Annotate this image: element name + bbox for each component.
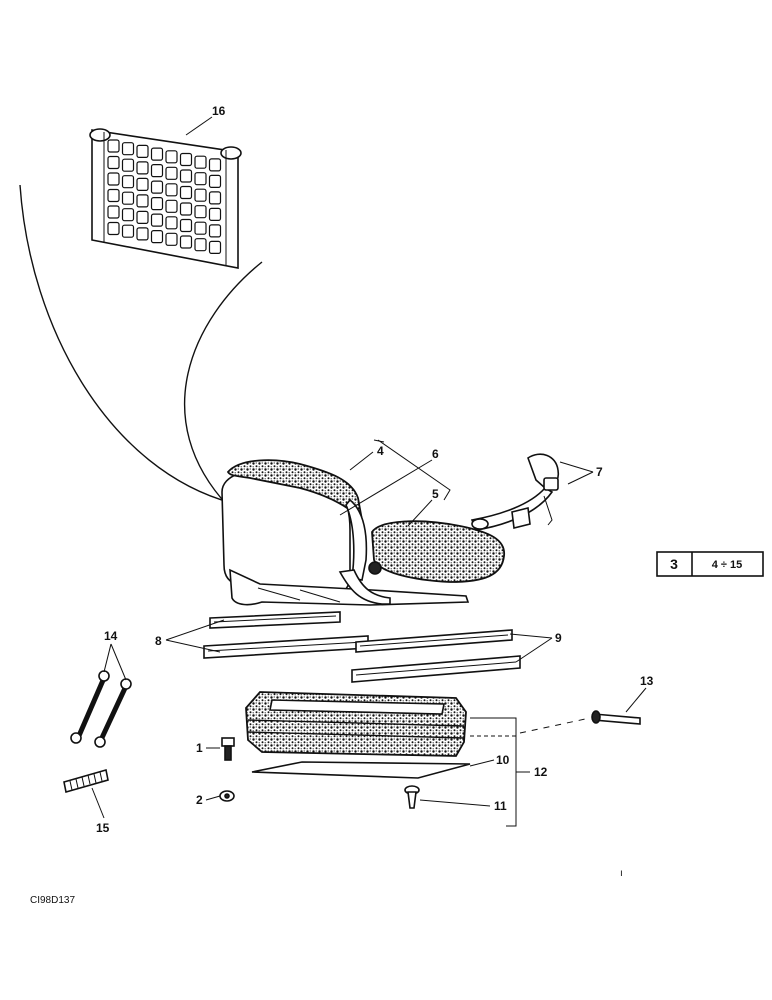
callout-11: 11 (494, 799, 507, 813)
mat-cell (194, 188, 207, 202)
callout-2: 2 (196, 793, 203, 807)
mat-cell (208, 158, 222, 172)
mat-cell (179, 152, 193, 167)
mat-cell (179, 185, 193, 200)
mat-cell (107, 188, 120, 203)
connector-curve-inner (183, 261, 263, 507)
part-9-right-rails (351, 629, 521, 683)
mat-cell (136, 227, 149, 241)
mat-cell (107, 221, 120, 236)
mat-cell (165, 232, 178, 246)
reference-range: 4 ÷ 15 (712, 559, 743, 571)
part-2-nut (219, 790, 235, 802)
mat-cell (121, 224, 135, 238)
seat-assembly (221, 459, 505, 606)
mat-cell (194, 155, 207, 169)
mat-cell (121, 208, 135, 222)
callout-4: 4 (377, 444, 384, 458)
part-10-base-plate (251, 761, 471, 779)
mat-cell (150, 180, 164, 194)
callout-14: 14 (104, 629, 118, 643)
part-8-left-rails (203, 611, 369, 659)
mat-cell (150, 147, 164, 161)
mat-cell (194, 238, 207, 252)
mat-cell (136, 210, 149, 224)
mat-cell (150, 197, 164, 211)
part-15-spring (63, 768, 109, 794)
mat-cell (194, 172, 207, 186)
mat-cell (208, 191, 222, 205)
leader-lines (91, 116, 647, 827)
reference-section: 3 (670, 556, 678, 572)
mat-cell (194, 221, 207, 235)
mat-cell (208, 240, 222, 254)
callout-5: 5 (432, 487, 439, 501)
part-12-suspension (245, 691, 467, 757)
mat-cell (107, 205, 120, 219)
mat-cell (165, 183, 178, 197)
mat-cell (107, 139, 120, 153)
callout-16: 16 (212, 104, 226, 118)
mat-cell (121, 142, 135, 156)
mat-cell (121, 175, 135, 189)
mat-cell (165, 166, 178, 180)
mat-cell (136, 177, 149, 191)
mat-cell (107, 155, 120, 170)
mat-cell (136, 144, 149, 158)
callout-9: 9 (555, 631, 562, 645)
reference-box: 3 4 ÷ 15 (656, 551, 764, 577)
mat-cell (208, 174, 222, 188)
mat-cell (208, 224, 222, 238)
callout-8: 8 (155, 634, 162, 648)
callout-labels: 16 4 6 5 7 8 9 14 13 1 10 12 2 11 15 (96, 104, 654, 835)
part-13-pin (591, 710, 641, 725)
mat-cell (179, 169, 193, 183)
callout-6: 6 (432, 447, 439, 461)
mat-cell (194, 205, 207, 219)
mat-cell (150, 230, 164, 244)
drawing-code: CI98D137 (30, 895, 75, 906)
stray-mark: ı (620, 868, 623, 879)
callout-10: 10 (496, 753, 510, 767)
callout-12: 12 (534, 765, 548, 779)
mat-cell (179, 218, 193, 233)
part-11-screw (404, 785, 420, 809)
connector-curve-outer (19, 184, 233, 504)
callout-13: 13 (640, 674, 654, 688)
part-16-backrest-mat (89, 128, 242, 269)
part-7-belt-bracket (470, 453, 560, 531)
mat-cell (136, 161, 149, 175)
mat-cell (107, 172, 120, 186)
mat-cell (165, 150, 178, 164)
callout-15: 15 (96, 821, 110, 835)
mat-cell (121, 191, 135, 205)
callout-7: 7 (596, 465, 603, 479)
mat-cell (150, 164, 164, 178)
mat-cell (165, 199, 178, 213)
part-14-gas-struts (70, 670, 132, 748)
mat-cell (165, 216, 178, 230)
mat-cell (208, 207, 222, 221)
callout-1: 1 (196, 741, 203, 755)
mat-cell (136, 194, 149, 208)
mat-cell (179, 202, 193, 216)
mat-cell (179, 235, 193, 249)
mat-cell (121, 158, 135, 172)
mat-cell (150, 213, 164, 227)
part-1-bolt (221, 737, 235, 761)
